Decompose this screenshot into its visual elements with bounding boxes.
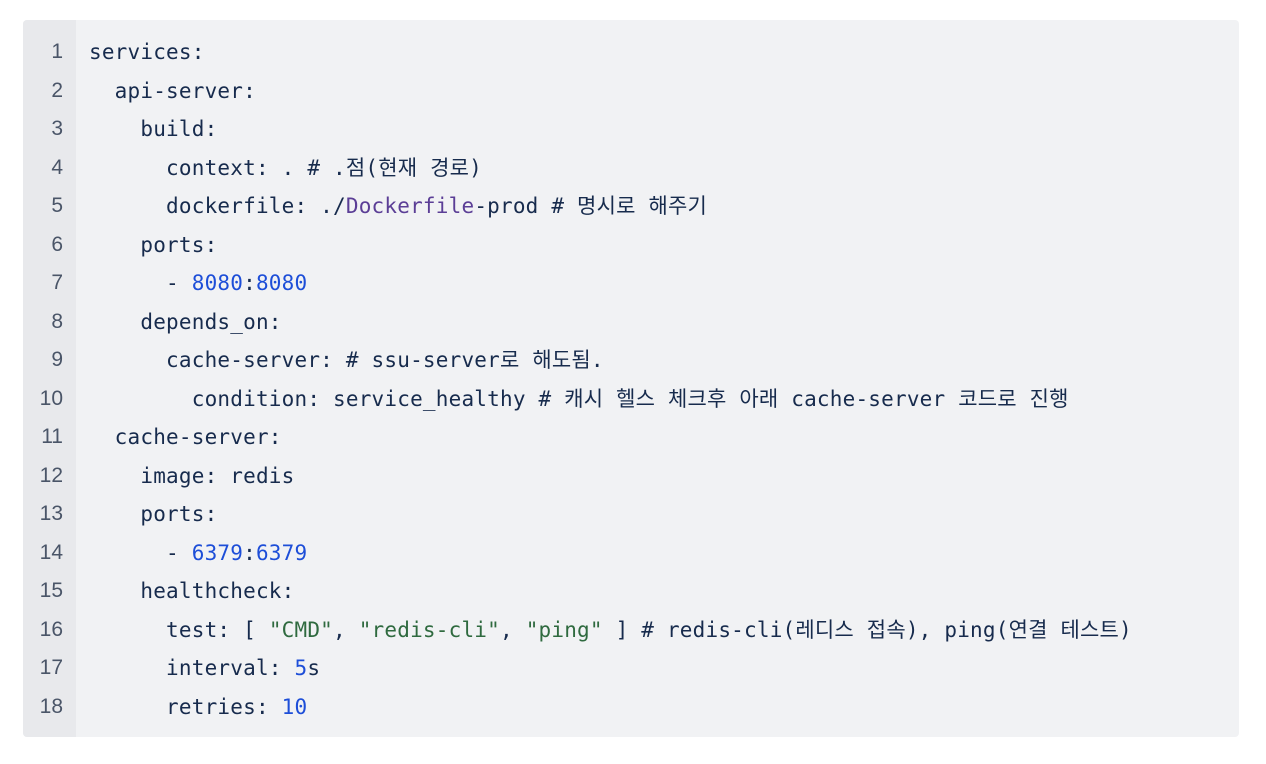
line-number: 12 [39, 463, 63, 487]
line-number: 2 [51, 78, 63, 102]
code-line: api-server: [89, 72, 1239, 111]
code-line: interval: 5s [89, 649, 1239, 688]
code-token-plain: image: redis [89, 463, 295, 488]
code-token-plain: , [333, 617, 359, 642]
code-token-plain: cache-server: # ssu-server로 해도됨. [89, 348, 604, 372]
code-token-num: 8080 [191, 271, 244, 295]
code-line: image: redis [89, 457, 1239, 496]
code-token-plain: context: . # .점(현재 경로) [89, 155, 482, 180]
code-token-plain: - [89, 271, 192, 295]
line-number: 7 [51, 271, 63, 294]
code-token-plain: services: [89, 40, 205, 64]
code-line: healthcheck: [89, 572, 1239, 611]
code-token-num: 10 [281, 694, 308, 719]
code-line: - 8080:8080 [89, 264, 1239, 303]
line-number: 14 [39, 540, 63, 564]
code-token-plain: retries: [89, 694, 282, 719]
line-number: 16 [39, 617, 63, 641]
line-number: 17 [39, 656, 63, 679]
code-token-plain: dockerfile: ./ [89, 194, 346, 218]
code-line: ports: [89, 226, 1239, 265]
line-number: 3 [51, 117, 63, 140]
code-token-num: 6379 [255, 540, 308, 565]
code-token-plain: build: [89, 117, 218, 141]
code-token-plain: cache-server: [89, 425, 282, 449]
code-line: dockerfile: ./Dockerfile-prod # 명시로 해주기 [89, 187, 1239, 226]
code-token-str: "redis-cli" [358, 617, 500, 642]
code-token-plain: s [307, 656, 321, 680]
code-line: context: . # .점(현재 경로) [89, 149, 1239, 188]
code-token-str: "ping" [525, 617, 603, 642]
code-token-plain: , [500, 617, 526, 642]
code-line: cache-server: # ssu-server로 해도됨. [89, 341, 1239, 380]
code-token-cls: Dockerfile [345, 194, 475, 218]
code-token-plain: : [243, 271, 256, 295]
code-line: services: [89, 33, 1239, 72]
code-token-num: 6379 [191, 540, 244, 565]
code-content[interactable]: services: api-server: build: context: . … [76, 20, 1239, 737]
code-line: test: [ "CMD", "redis-cli", "ping" ] # r… [89, 611, 1239, 650]
line-number: 13 [39, 502, 63, 525]
line-number: 15 [39, 579, 63, 602]
code-token-num: 5 [294, 656, 308, 680]
code-token-plain: : [243, 540, 256, 565]
line-number: 1 [51, 40, 63, 63]
line-number: 6 [51, 232, 63, 256]
code-token-plain: api-server: [89, 78, 256, 103]
code-token-plain: - [89, 540, 192, 565]
code-token-plain: -prod # 명시로 해주기 [474, 194, 708, 218]
code-token-plain: interval: [89, 656, 295, 680]
code-token-num: 8080 [255, 271, 308, 295]
code-token-plain: ] # redis-cli(레디스 접속), ping(연결 테스트) [602, 617, 1132, 642]
line-number: 4 [51, 155, 63, 179]
code-token-plain: test: [ [89, 617, 269, 642]
line-number: 9 [51, 348, 63, 371]
code-line: depends_on: [89, 303, 1239, 342]
code-token-plain: ports: [89, 232, 218, 257]
code-token-plain: condition: service_healthy # 캐시 헬스 체크후 아… [89, 386, 1069, 411]
line-number: 11 [41, 425, 63, 448]
code-line: build: [89, 110, 1239, 149]
code-line: cache-server: [89, 418, 1239, 457]
code-line: - 6379:6379 [89, 534, 1239, 573]
code-token-plain: ports: [89, 502, 218, 526]
code-line: ports: [89, 495, 1239, 534]
code-line: condition: service_healthy # 캐시 헬스 체크후 아… [89, 380, 1239, 419]
line-number: 5 [51, 194, 63, 217]
code-line: retries: 10 [89, 688, 1239, 727]
line-number: 10 [39, 386, 63, 410]
code-token-plain: healthcheck: [89, 579, 295, 603]
code-token-plain: depends_on: [89, 309, 282, 334]
code-token-str: "CMD" [268, 617, 334, 642]
line-number: 18 [39, 694, 63, 718]
line-number: 8 [51, 309, 63, 333]
